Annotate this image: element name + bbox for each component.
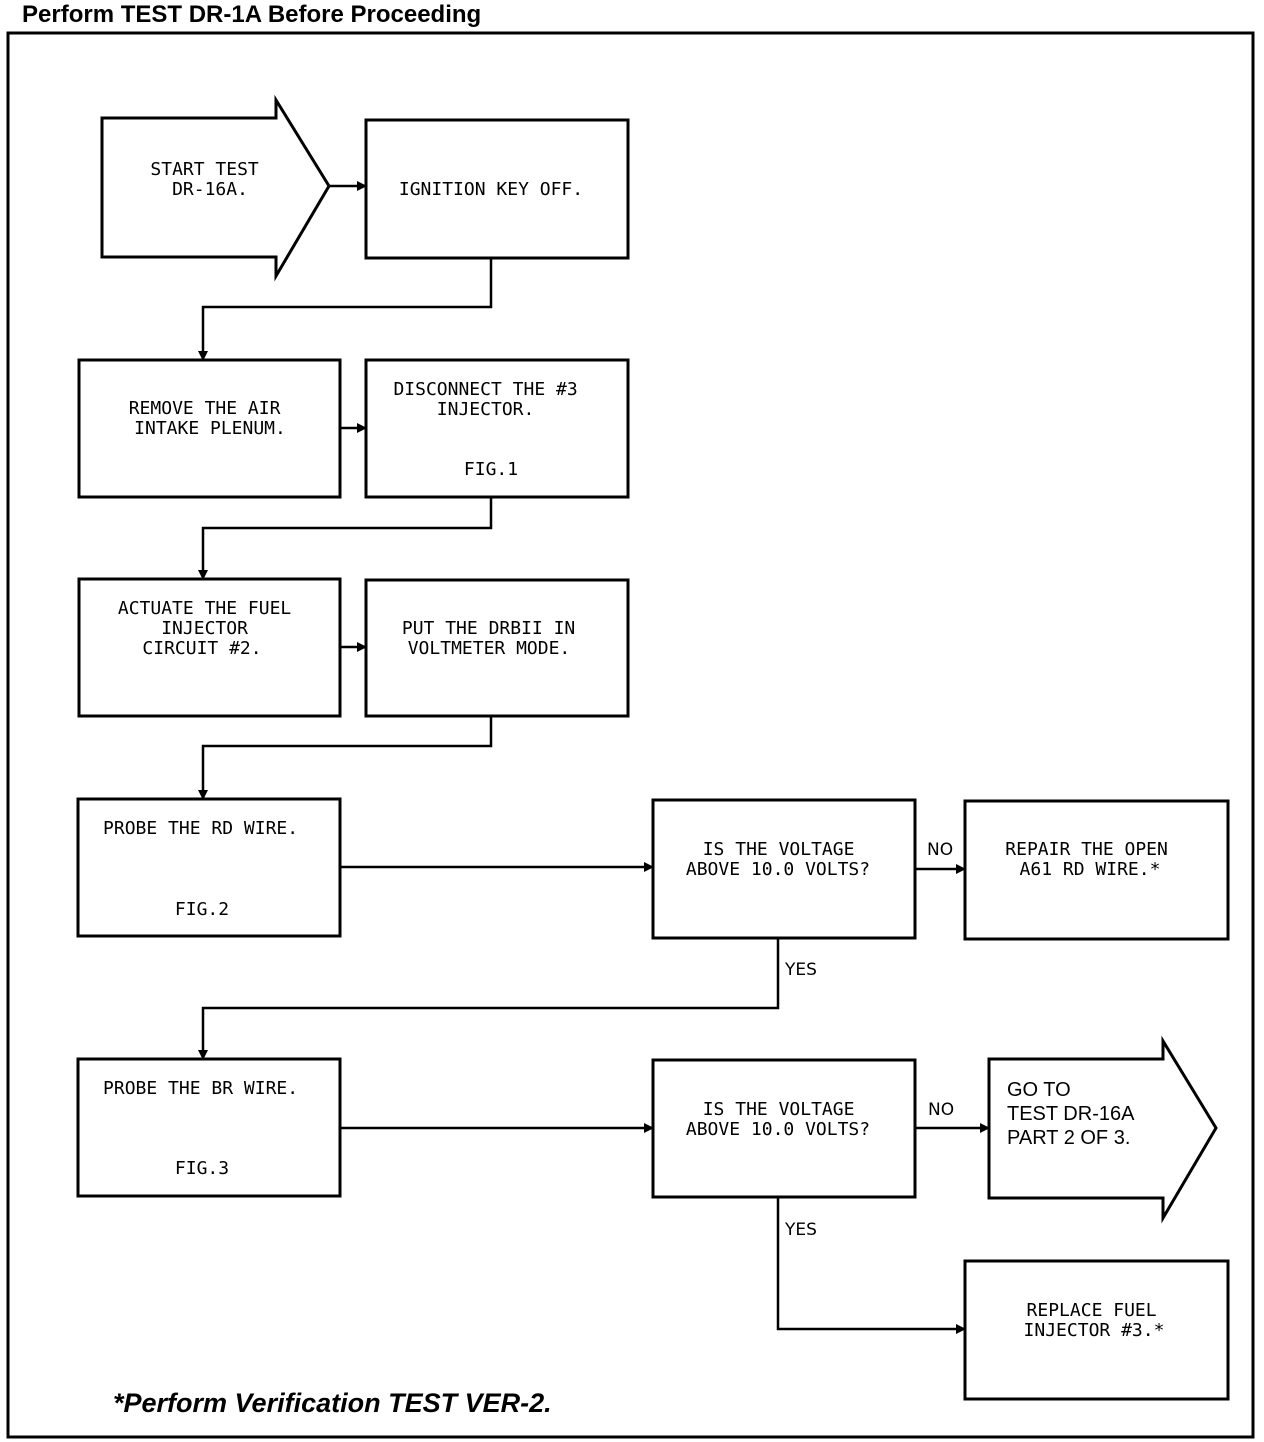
probe-rd-fig: FIG.2 bbox=[175, 899, 229, 920]
replace-line-2: INJECTOR #3.* bbox=[1024, 1320, 1165, 1341]
repair-line-1: REPAIR THE OPEN bbox=[1005, 839, 1168, 860]
ignition-line-1: IGNITION KEY OFF. bbox=[399, 179, 583, 200]
header-title: Perform TEST DR-1A Before Proceeding bbox=[22, 1, 481, 28]
voltmeter-line-1: PUT THE DRBII IN bbox=[402, 618, 575, 639]
svg-text:IGNITION KEY OFF.: IGNITION KEY OFF. bbox=[399, 179, 583, 200]
disconnect-fig: FIG.1 bbox=[464, 459, 518, 480]
repair-line-2: A61 RD WIRE.* bbox=[1020, 859, 1161, 880]
svg-text:REPAIR THE OPEN A61 RD W: REPAIR THE OPEN A61 RD WIRE.* bbox=[1005, 839, 1178, 880]
q2-line-1: IS THE VOLTAGE bbox=[703, 1099, 855, 1120]
replace-injector-box: REPLACE FUEL INJECTOR #3.* bbox=[963, 1259, 1230, 1401]
svg-text:IS THE VOLTAGE ABOVE 10.: IS THE VOLTAGE ABOVE 10.0 VOLTS? bbox=[686, 1099, 870, 1140]
actuate-injector-box: ACTUATE THE FUEL INJECTOR CIRCUIT #2. bbox=[77, 577, 342, 718]
disconnect-line-1: DISCONNECT THE #3 bbox=[393, 379, 577, 400]
goto-line-3: PART 2 OF 3. bbox=[1007, 1127, 1130, 1149]
probe-br-fig: FIG.3 bbox=[175, 1158, 229, 1179]
probe-br-line-1: PROBE THE BR WIRE. bbox=[103, 1078, 298, 1099]
actuate-line-1: ACTUATE THE FUEL bbox=[118, 598, 292, 619]
start-line-2: DR-16A. bbox=[172, 179, 248, 200]
remove-line-2: INTAKE PLENUM. bbox=[134, 418, 286, 439]
voltage-question-1-box: IS THE VOLTAGE ABOVE 10.0 VOLTS? bbox=[651, 798, 917, 940]
svg-text:PROBE THE RD WIRE. FIG.2: PROBE THE RD WIRE. FIG.2 bbox=[103, 818, 309, 920]
svg-text:REMOVE THE AIR INTAKE PL: REMOVE THE AIR INTAKE PLENUM. bbox=[129, 398, 292, 439]
connector-disconnect-actuate bbox=[198, 497, 493, 580]
svg-text:IS THE VOLTAGE ABOVE 10.: IS THE VOLTAGE ABOVE 10.0 VOLTS? bbox=[686, 839, 870, 880]
ignition-key-off-box: IGNITION KEY OFF. bbox=[364, 118, 630, 260]
outer-frame bbox=[6, 31, 1255, 1439]
start-test-shape: START TEST DR-16A. bbox=[100, 94, 331, 282]
q1-line-1: IS THE VOLTAGE bbox=[703, 839, 855, 860]
remove-line-1: REMOVE THE AIR bbox=[129, 398, 281, 419]
probe-rd-wire-box: PROBE THE RD WIRE. FIG.2 bbox=[76, 797, 342, 938]
q1-no-label: NO bbox=[927, 840, 953, 860]
voltmeter-mode-box: PUT THE DRBII IN VOLTMETER MODE. bbox=[364, 578, 630, 718]
actuate-line-2: INJECTOR bbox=[161, 618, 248, 639]
svg-text:PROBE THE BR WIRE. FIG.3: PROBE THE BR WIRE. FIG.3 bbox=[103, 1078, 309, 1179]
connectors bbox=[198, 181, 990, 1334]
connector-ignition-remove bbox=[198, 258, 493, 361]
footnote: *Perform Verification TEST VER-2. bbox=[113, 1388, 552, 1418]
q1-yes-label: YES bbox=[784, 960, 817, 980]
q2-no-label: NO bbox=[928, 1100, 954, 1120]
q2-yes-label: YES bbox=[784, 1220, 817, 1240]
voltmeter-line-2: VOLTMETER MODE. bbox=[408, 638, 571, 659]
probe-rd-line-1: PROBE THE RD WIRE. bbox=[103, 818, 298, 839]
replace-line-1: REPLACE FUEL bbox=[1027, 1300, 1157, 1321]
svg-text:GO TO TEST DR-16A: GO TO TEST DR-16A PART 2 OF 3. bbox=[1007, 1079, 1139, 1149]
q2-line-2: ABOVE 10.0 VOLTS? bbox=[686, 1119, 870, 1140]
connector-q2-yes-replace bbox=[776, 1197, 966, 1334]
connector-q1-yes-probe-br bbox=[198, 938, 780, 1060]
probe-br-wire-box: PROBE THE BR WIRE. FIG.3 bbox=[76, 1057, 342, 1198]
connector-voltmeter-probe-rd bbox=[198, 716, 493, 800]
goto-line-2: TEST DR-16A bbox=[1007, 1103, 1135, 1125]
start-line-1: START TEST bbox=[150, 159, 259, 180]
svg-text:DISCONNECT THE #3 INJECT: DISCONNECT THE #3 INJECTOR. FIG.1 bbox=[393, 379, 588, 480]
voltage-question-2-box: IS THE VOLTAGE ABOVE 10.0 VOLTS? bbox=[651, 1058, 917, 1199]
q1-line-2: ABOVE 10.0 VOLTS? bbox=[686, 859, 870, 880]
actuate-line-3: CIRCUIT #2. bbox=[142, 638, 261, 659]
remove-plenum-box: REMOVE THE AIR INTAKE PLENUM. bbox=[77, 358, 342, 499]
svg-text:ACTUATE THE FUEL INJECTO: ACTUATE THE FUEL INJECTOR CIRCUIT #2. bbox=[118, 598, 302, 659]
repair-rd-wire-box: REPAIR THE OPEN A61 RD WIRE.* bbox=[963, 799, 1230, 941]
goto-test-shape: GO TO TEST DR-16A PART 2 OF 3. bbox=[987, 1035, 1218, 1224]
svg-text:REPLACE FUEL INJECTOR #3: REPLACE FUEL INJECTOR #3.* bbox=[1024, 1300, 1168, 1341]
disconnect-line-2: INJECTOR. bbox=[437, 399, 535, 420]
start-test-text: START TEST DR-16A. bbox=[150, 159, 269, 200]
goto-line-1: GO TO bbox=[1007, 1079, 1071, 1101]
svg-text:PUT THE DRBII IN VOLTMET: PUT THE DRBII IN VOLTMETER MODE. bbox=[402, 618, 586, 659]
disconnect-injector-box: DISCONNECT THE #3 INJECTOR. FIG.1 bbox=[364, 358, 630, 499]
